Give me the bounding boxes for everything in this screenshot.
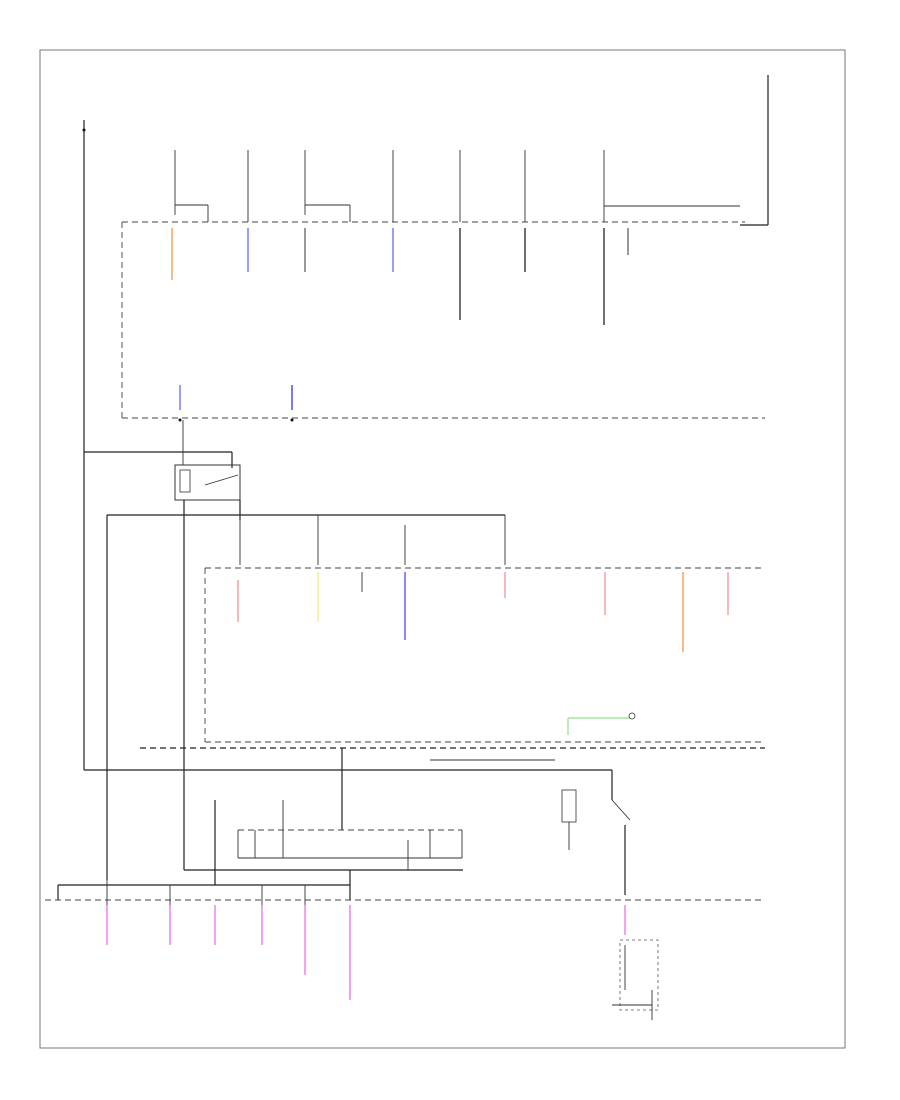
relay-contact <box>611 799 631 821</box>
top-fuse-block <box>82 75 769 770</box>
relay-coil <box>179 469 191 493</box>
connector-pin <box>290 418 294 422</box>
ground-point <box>628 712 636 720</box>
relay-section <box>84 420 506 880</box>
lower-section <box>45 747 765 1020</box>
relay-contact <box>204 474 239 486</box>
connector-pin <box>178 418 182 422</box>
relay-body <box>174 464 241 501</box>
splice-point <box>82 128 86 132</box>
diagram-frame <box>39 49 846 1049</box>
middle-fuse-block <box>204 567 765 743</box>
relay-coil <box>561 789 577 823</box>
component-outline <box>619 939 659 1011</box>
